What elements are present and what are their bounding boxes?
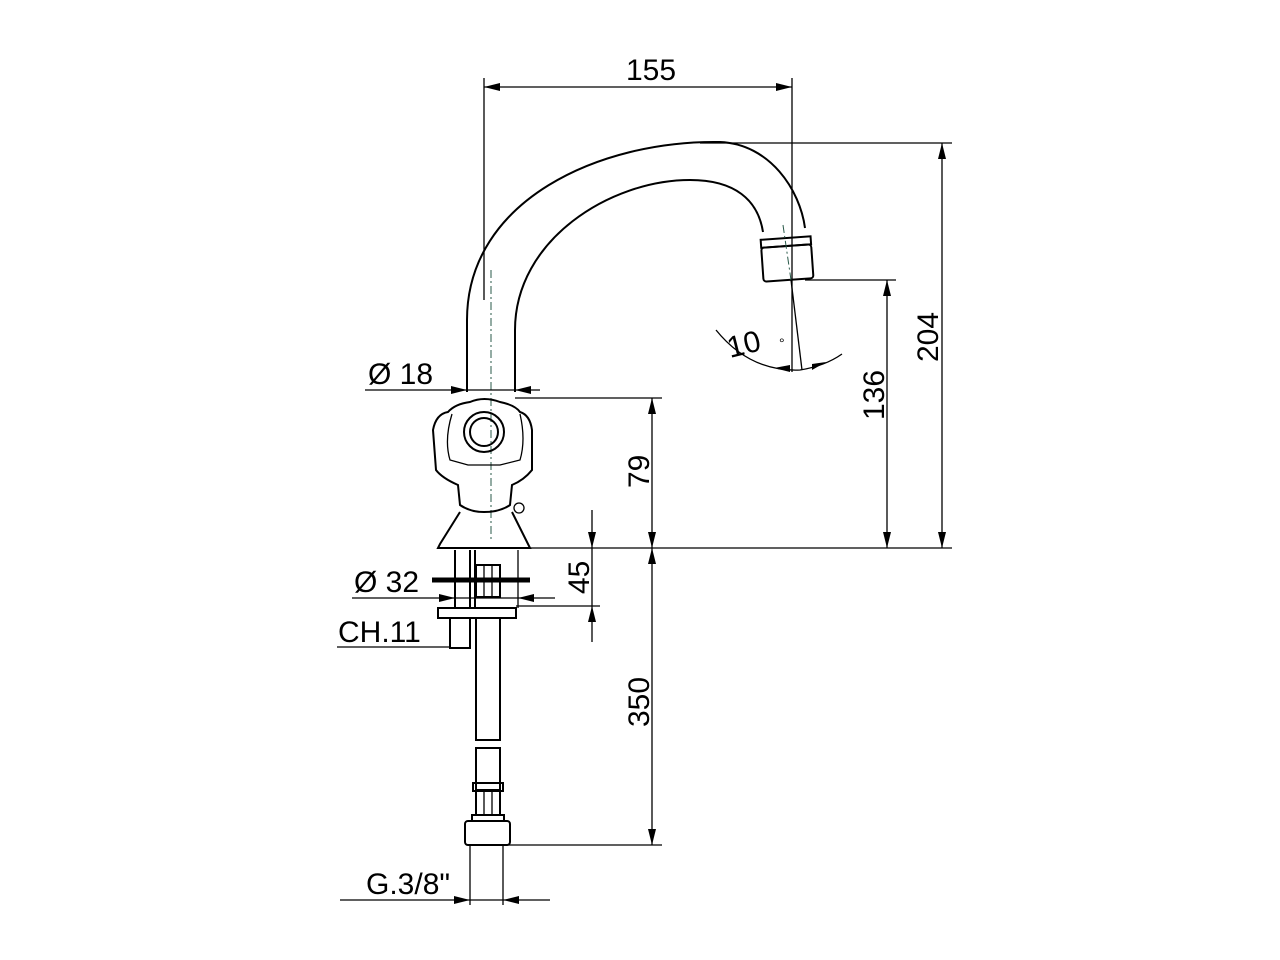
dim-155-label: 155 — [626, 54, 676, 87]
dim-136-label: 136 — [858, 370, 891, 420]
dim-d18-label: Ø 18 — [368, 358, 433, 391]
flexible-hose — [475, 617, 501, 741]
aerator — [759, 235, 815, 283]
hose-connection-nut — [464, 820, 511, 846]
dim-204-label: 204 — [912, 312, 945, 362]
nut-ch11 — [449, 617, 471, 649]
degree-symbol: ° — [779, 335, 785, 351]
dimension-lines — [337, 78, 952, 904]
dim-thread-label: G.3/8" — [366, 868, 450, 901]
shank-assembly — [432, 550, 530, 905]
washer — [437, 607, 517, 619]
dim-ch11-label: CH.11 — [338, 616, 421, 649]
dim-350-label: 350 — [623, 677, 656, 727]
dim-d32-label: Ø 32 — [354, 566, 419, 599]
dim-45-label: 45 — [563, 561, 596, 594]
faucet-body — [431, 398, 533, 549]
dim-79-label: 79 — [623, 455, 656, 488]
dim-angle-label: 10 — [724, 325, 764, 365]
spout — [466, 140, 815, 540]
